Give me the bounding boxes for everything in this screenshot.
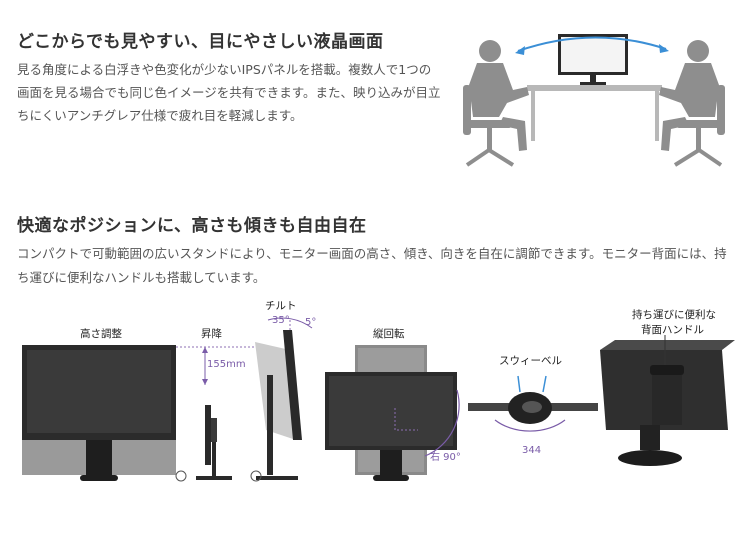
swivel-value: 344: [522, 445, 542, 456]
right-person-silhouette: [659, 40, 725, 167]
pivot-view: [325, 345, 460, 481]
section1-body: 見る角度による白浮きや色変化が少ないIPSパネルを搭載。複数人で1つの画面を見る…: [17, 62, 441, 123]
swivel-label: スウィーベル: [499, 355, 562, 367]
tilt-forward-value: 5°: [305, 317, 317, 328]
tilt-label: チルト: [265, 300, 297, 312]
tilt-side-view: [250, 317, 313, 482]
section2-title: 快適なポジションに、高さも傾きも自由自在: [17, 216, 367, 236]
section1-title: どこからでも見やすい、目にやさしい液晶画面: [17, 32, 384, 52]
section2-body: コンパクトで可動範囲の広いスタンドにより、モニター画面の高さ、傾き、向きを自在に…: [17, 246, 727, 285]
handle-label-line1: 持ち運びに便利な: [632, 309, 716, 321]
lift-value: 155mm: [207, 359, 246, 370]
pivot-label: 縦回転: [373, 328, 405, 340]
lift-label: 昇降: [201, 328, 222, 340]
swivel-top-view: [468, 375, 598, 432]
desk-monitor: [558, 34, 628, 85]
lift-side-view: [175, 347, 232, 482]
handle-label-line2: 背面ハンドル: [641, 324, 704, 336]
stand-features-figure: [22, 317, 735, 482]
left-person-silhouette: [463, 40, 529, 167]
back-view-monitor: [600, 335, 735, 466]
pivot-value: 右 90°: [430, 452, 461, 463]
tilt-back-value: 35°: [272, 315, 290, 326]
height-adjust-monitor: [22, 345, 176, 481]
height-adjust-label: 高さ調整: [80, 328, 122, 340]
viewing-angle-illustration: [463, 34, 725, 167]
